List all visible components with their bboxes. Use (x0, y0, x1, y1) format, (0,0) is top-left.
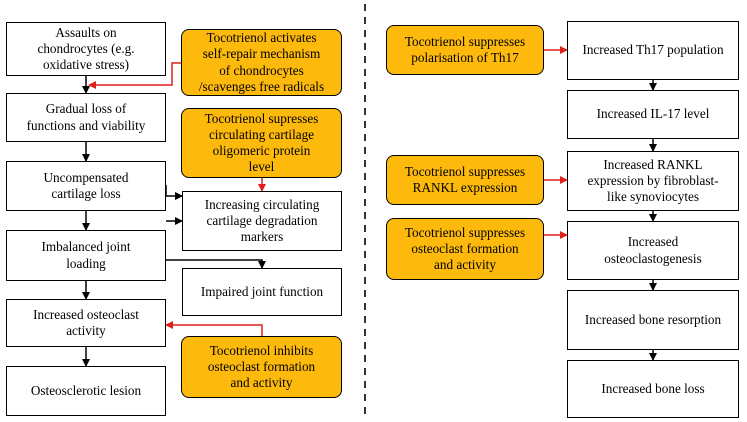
node-toco-self-repair-text: Tocotrienol activates self-repair mechan… (198, 30, 325, 94)
node-toco-comp-text: Tocotrienol supresses circulating cartil… (204, 110, 319, 175)
node-toco-comp: Tocotrienol supresses circulating cartil… (181, 108, 342, 178)
node-gradual-loss-text: Gradual loss of functions and viability (26, 101, 146, 133)
node-assaults-text: Assaults on chondrocytes (e.g. oxidative… (37, 24, 135, 73)
node-gradual-loss: Gradual loss of functions and viability (6, 93, 166, 142)
arrow-red-inhibits (165, 321, 263, 336)
node-th17-population: Increased Th17 population (567, 21, 739, 80)
node-impaired-function: Impaired joint function (182, 268, 342, 316)
node-bone-loss: Increased bone loss (567, 360, 739, 418)
node-toco-rankl: Tocotrienol suppresses RANKL expression (386, 155, 544, 205)
node-osteosclerotic-text: Osteosclerotic lesion (30, 382, 142, 398)
node-assaults: Assaults on chondrocytes (e.g. oxidative… (6, 22, 166, 76)
node-imbalanced: Imbalanced joint loading (6, 230, 166, 281)
node-degradation-markers-text: Increasing circulating cartilage degrada… (204, 196, 320, 245)
node-osteoclastogenesis-text: Increased osteoclastogenesis (604, 234, 702, 266)
node-il17: Increased IL-17 level (567, 90, 739, 139)
node-toco-inhibits: Tocotrienol inhibits osteoclast formatio… (181, 336, 342, 398)
node-bone-resorption: Increased bone resorption (567, 290, 739, 350)
node-toco-osteoclast-text: Tocotrienol suppresses osteoclast format… (404, 224, 526, 273)
node-toco-self-repair: Tocotrienol activates self-repair mechan… (181, 29, 342, 96)
node-impaired-function-text: Impaired joint function (200, 283, 324, 299)
node-osteoclast-activity: Increased osteoclast activity (6, 299, 166, 347)
node-rankl: Increased RANKL expression by fibroblast… (567, 151, 739, 211)
node-osteoclastogenesis: Increased osteoclastogenesis (567, 221, 739, 280)
node-il17-text: Increased IL-17 level (596, 106, 710, 122)
node-rankl-text: Increased RANKL expression by fibroblast… (587, 156, 719, 205)
node-uncompensated: Uncompensated cartilage loss (6, 161, 166, 211)
node-bone-resorption-text: Increased bone resorption (584, 311, 722, 327)
arrow-red-self-repair (88, 62, 181, 89)
node-toco-th17-text: Tocotrienol suppresses polarisation of T… (404, 33, 526, 65)
node-degradation-markers: Increasing circulating cartilage degrada… (182, 191, 342, 251)
node-uncompensated-text: Uncompensated cartilage loss (43, 169, 129, 201)
node-osteosclerotic: Osteosclerotic lesion (6, 366, 166, 416)
node-toco-th17: Tocotrienol suppresses polarisation of T… (386, 25, 544, 75)
node-imbalanced-text: Imbalanced joint loading (41, 239, 131, 271)
arrow-imbalanced-to-impaired (166, 259, 266, 269)
node-toco-osteoclast: Tocotrienol suppresses osteoclast format… (386, 218, 544, 280)
node-osteoclast-activity-text: Increased osteoclast activity (33, 306, 139, 338)
node-th17-population-text: Increased Th17 population (582, 42, 724, 58)
node-toco-inhibits-text: Tocotrienol inhibits osteoclast formatio… (207, 342, 316, 391)
node-toco-rankl-text: Tocotrienol suppresses RANKL expression (404, 163, 526, 195)
node-bone-loss-text: Increased bone loss (601, 380, 705, 396)
